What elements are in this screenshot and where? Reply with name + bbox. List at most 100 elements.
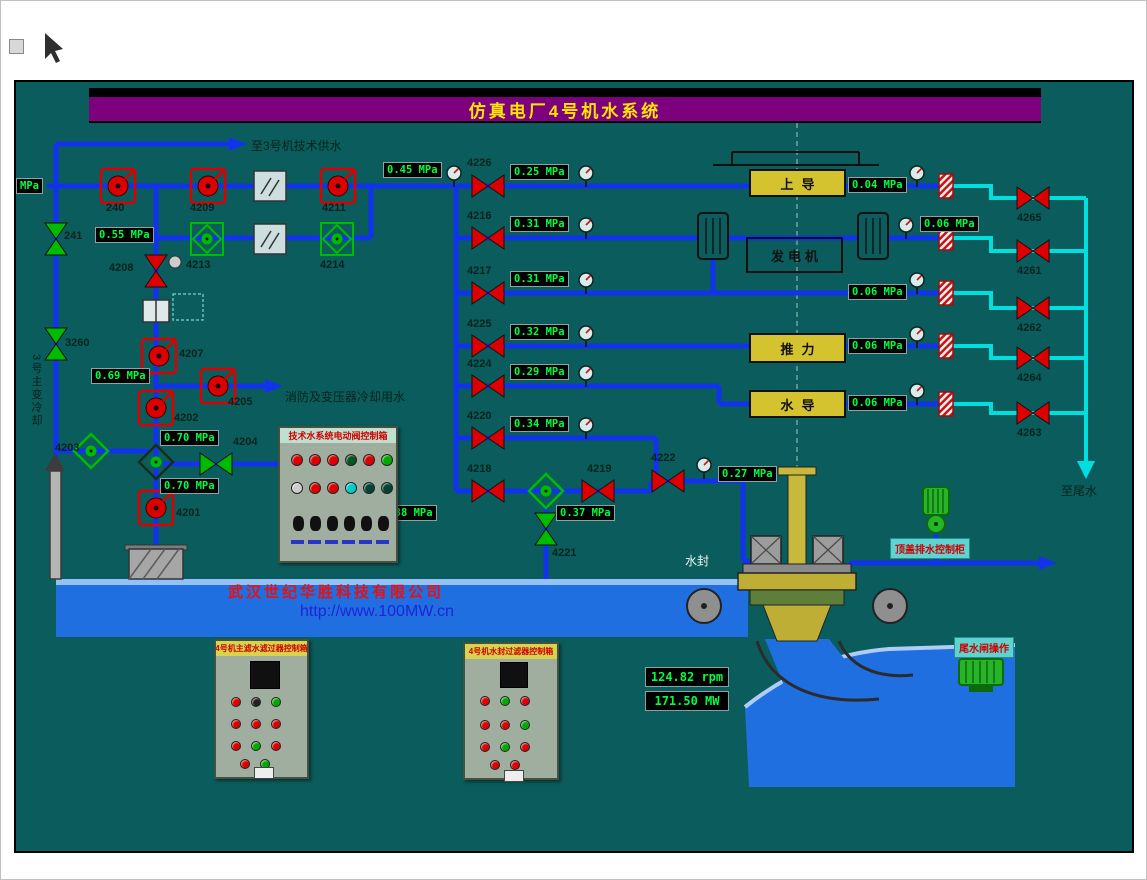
pressure-readout-4226: 0.25 MPa xyxy=(510,164,569,180)
company-name: 武汉世纪华胜科技有限公司 xyxy=(228,584,445,601)
pressure-readout-water-guide: 0.06 MPa xyxy=(848,395,907,411)
tag-4201: 4201 xyxy=(176,507,201,519)
thrust-bearing: 推力 xyxy=(749,333,846,363)
indicator-lamp xyxy=(480,720,490,730)
indicator-lamp xyxy=(327,454,339,466)
seal-filter-control-box-title: 4号机水封过滤器控制箱 xyxy=(465,644,557,659)
tag-4205: 4205 xyxy=(228,396,253,408)
pressure-readout-4219: 0.37 MPa xyxy=(556,505,615,521)
main-filter-control-box-title: 4号机主滤水滤过器控制箱 xyxy=(216,641,307,656)
tag-4216: 4216 xyxy=(467,210,492,222)
pressure-readout-left-edge: MPa xyxy=(16,178,43,194)
indicator-lamp xyxy=(309,454,321,466)
tag-4207: 4207 xyxy=(179,348,204,360)
title-shadow-bar xyxy=(89,88,1041,97)
tag-4218: 4218 xyxy=(467,463,492,475)
indicator-lights-row xyxy=(288,482,396,494)
tag-4264: 4264 xyxy=(1017,372,1042,384)
tag-3260: 3260 xyxy=(65,337,90,349)
indicator-lamp xyxy=(291,454,303,466)
tag-4219: 4219 xyxy=(587,463,612,475)
device-label xyxy=(342,540,355,544)
indicator-lamp xyxy=(490,760,500,770)
indicator-lamp xyxy=(251,697,261,707)
pressure-readout-4217: 0.31 MPa xyxy=(510,271,569,287)
water-guide-label: 水导 xyxy=(780,397,823,413)
device-icon xyxy=(344,516,355,531)
indicator-lights-row xyxy=(226,719,286,729)
indicator-lamp xyxy=(500,742,510,752)
indicator-lamp xyxy=(291,482,303,494)
indicator-lights-row xyxy=(226,697,286,707)
generator-label: 发电机 xyxy=(770,248,822,264)
indicator-lamp xyxy=(500,696,510,706)
label-water-seal: 水封 xyxy=(685,554,710,568)
speed-readout: 124.82 rpm xyxy=(645,667,729,687)
device-icon xyxy=(310,516,321,531)
page-title: 仿真电厂4号机水系统 xyxy=(468,101,662,121)
main-filter-control-box: 4号机主滤水滤过器控制箱 xyxy=(214,639,309,779)
label-to-tailwater: 至尾水 xyxy=(1061,484,1098,498)
device-label xyxy=(291,540,304,544)
tag-4214: 4214 xyxy=(320,259,345,271)
indicator-lamp xyxy=(480,696,490,706)
device-icon xyxy=(327,516,338,531)
indicator-lamp xyxy=(240,759,250,769)
tag-4222: 4222 xyxy=(651,452,676,464)
pressure-readout-070a: 0.70 MPa xyxy=(160,430,219,446)
device-label-row xyxy=(289,540,391,544)
filter-photo xyxy=(250,661,280,689)
indicator-lights-row xyxy=(288,454,396,466)
tag-4224: 4224 xyxy=(467,358,492,370)
indicator-lights-row xyxy=(475,696,535,706)
tag-4213: 4213 xyxy=(186,259,211,271)
desktop-icon[interactable] xyxy=(9,39,24,54)
label-unit3-transformer-cooling: 3号主变冷却 xyxy=(30,354,42,428)
generator: 发电机 xyxy=(746,237,843,273)
device-icon-row xyxy=(290,516,392,531)
pressure-readout-4216: 0.31 MPa xyxy=(510,216,569,232)
device-label xyxy=(308,540,321,544)
device-label xyxy=(376,540,389,544)
indicator-lamp xyxy=(381,482,393,494)
seal-filter-control-box: 4号机水封过滤器控制箱 xyxy=(463,642,559,782)
pressure-readout-070b: 0.70 MPa xyxy=(160,478,219,494)
indicator-lamp xyxy=(363,482,375,494)
indicator-lamp xyxy=(231,697,241,707)
indicator-lights-row xyxy=(475,720,535,730)
tag-4262: 4262 xyxy=(1017,322,1042,334)
tag-4265: 4265 xyxy=(1017,212,1042,224)
pressure-readout-069: 0.69 MPa xyxy=(91,368,150,384)
upper-guide-bearing: 上导 xyxy=(749,169,846,197)
indicator-lamp xyxy=(231,719,241,729)
pressure-readout-main: 0.45 MPa xyxy=(383,162,442,178)
pressure-readout-4222: 0.27 MPa xyxy=(718,466,777,482)
tech-water-valve-control-box: 技术水系统电动阀控制箱 xyxy=(278,426,398,563)
indicator-lamp xyxy=(520,696,530,706)
power-readout: 171.50 MW xyxy=(645,691,729,711)
tailgate-operation-button[interactable]: 尾水闸操作 xyxy=(954,637,1014,658)
label-fire-transformer-water: 消防及变压器冷却用水 xyxy=(285,390,406,404)
device-label xyxy=(325,540,338,544)
indicator-lamp xyxy=(480,742,490,752)
indicator-lamp xyxy=(500,720,510,730)
water-guide-bearing: 水导 xyxy=(749,390,846,418)
hmi-panel xyxy=(14,80,1134,853)
indicator-lamp xyxy=(231,741,241,751)
tag-4225: 4225 xyxy=(467,318,492,330)
indicator-lamp xyxy=(510,760,520,770)
tag-4261: 4261 xyxy=(1017,265,1042,277)
pressure-readout-4224: 0.29 MPa xyxy=(510,364,569,380)
pressure-readout-gen-out: 0.06 MPa xyxy=(848,284,907,300)
indicator-lamp xyxy=(251,741,261,751)
tag-4263: 4263 xyxy=(1017,427,1042,439)
indicator-lamp xyxy=(363,454,375,466)
tag-4217: 4217 xyxy=(467,265,492,277)
indicator-lamp xyxy=(271,697,281,707)
indicator-lamp xyxy=(345,482,357,494)
panel-meter xyxy=(254,767,274,779)
filter-photo xyxy=(500,662,528,688)
top-cover-drain-cabinet-button[interactable]: 顶盖排水控制柜 xyxy=(890,538,970,559)
device-label xyxy=(359,540,372,544)
